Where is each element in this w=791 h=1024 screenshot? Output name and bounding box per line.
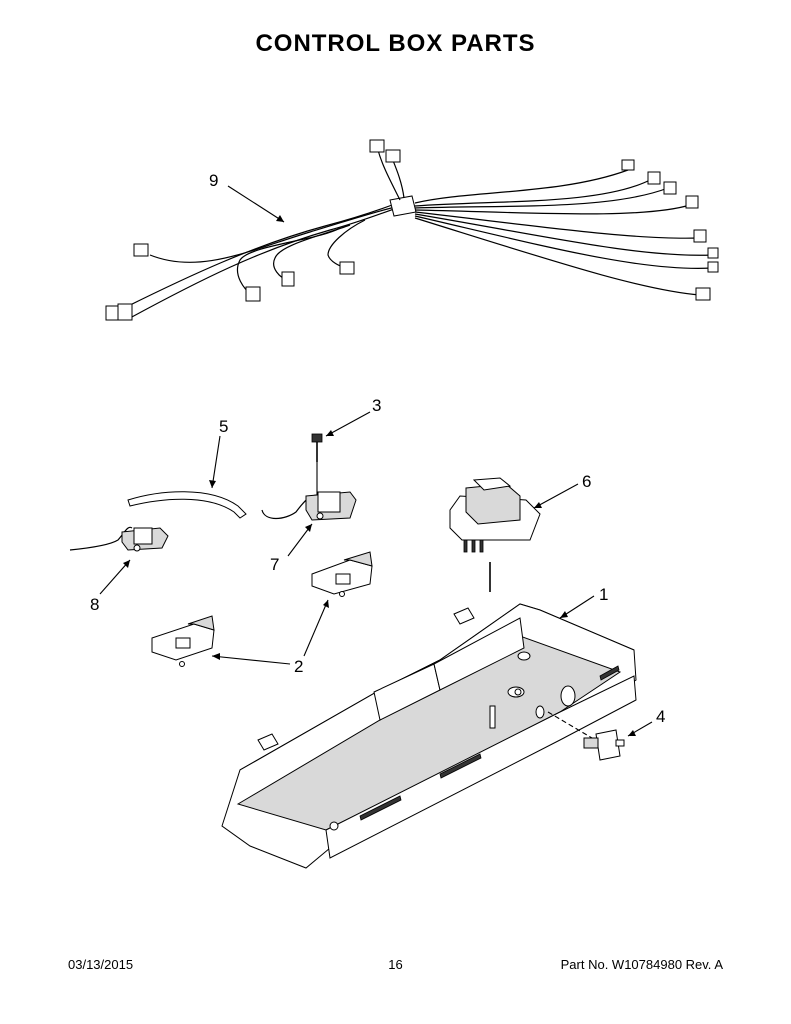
sensor-part-8[interactable] — [69, 526, 169, 595]
callout-8: 8 — [90, 595, 99, 614]
page-title: CONTROL BOX PARTS — [255, 30, 536, 57]
callout-2: 2 — [294, 657, 303, 676]
footer-part-number: Part No. W10784980 Rev. A — [560, 957, 723, 972]
callout-3: 3 — [372, 396, 381, 415]
timer-part-6[interactable] — [449, 477, 579, 592]
callout-9: 9 — [209, 171, 218, 190]
switch-part-4[interactable] — [547, 711, 653, 761]
bracket-part-2[interactable] — [151, 551, 373, 667]
screw-part-3[interactable] — [311, 411, 371, 508]
footer-date: 03/13/2015 — [68, 957, 134, 972]
callout-5: 5 — [219, 417, 228, 436]
callout-4: 4 — [656, 707, 665, 726]
wire-harness-part-9[interactable] — [105, 139, 719, 321]
callout-7: 7 — [270, 555, 279, 574]
callout-6: 6 — [582, 472, 591, 491]
control-box-housing-part-1[interactable] — [221, 595, 637, 869]
footer-page-number: 16 — [388, 957, 403, 972]
tube-part-5[interactable] — [127, 435, 247, 519]
sensor-part-7[interactable] — [261, 491, 357, 557]
callout-1: 1 — [599, 585, 608, 604]
